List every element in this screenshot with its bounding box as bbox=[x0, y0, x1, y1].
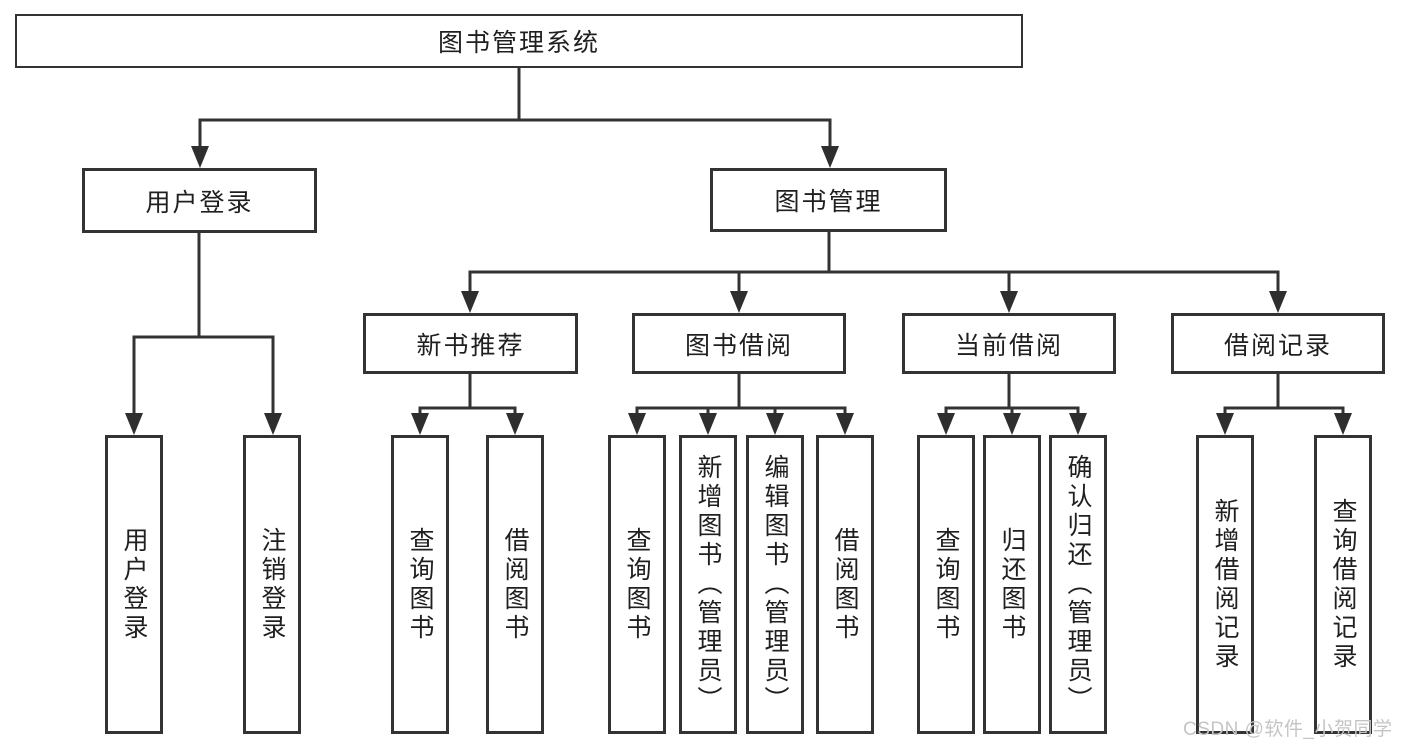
node-logout-action: 注销登录 bbox=[243, 435, 301, 734]
node-user-login-action: 用户登录 bbox=[105, 435, 163, 734]
node-borrow-books-action: 借阅图书 bbox=[816, 435, 874, 734]
node-query-borrow-record: 查询借阅记录 bbox=[1314, 435, 1372, 734]
csdn-watermark: CSDN @软件_小贺同学 bbox=[1183, 719, 1393, 740]
node-book-borrow: 图书借阅 bbox=[632, 313, 846, 374]
node-current-borrow: 当前借阅 bbox=[902, 313, 1116, 374]
node-add-borrow-record: 新增借阅记录 bbox=[1196, 435, 1254, 734]
node-borrow-records: 借阅记录 bbox=[1171, 313, 1385, 374]
node-query-books-borrow: 查询图书 bbox=[608, 435, 666, 734]
node-system-root: 图书管理系统 bbox=[15, 14, 1023, 68]
node-query-books-recommend: 查询图书 bbox=[391, 435, 449, 734]
node-query-books-current: 查询图书 bbox=[917, 435, 975, 734]
node-borrow-books-recommend: 借阅图书 bbox=[486, 435, 544, 734]
node-add-book-admin: 新增图书（管理员） bbox=[679, 435, 737, 734]
node-return-book: 归还图书 bbox=[983, 435, 1041, 734]
node-book-management: 图书管理 bbox=[710, 168, 947, 232]
node-user-login: 用户登录 bbox=[82, 168, 317, 233]
node-edit-book-admin: 编辑图书（管理员） bbox=[746, 435, 804, 734]
node-confirm-return-admin: 确认归还（管理员） bbox=[1049, 435, 1107, 734]
node-new-book-recommend: 新书推荐 bbox=[363, 313, 578, 374]
